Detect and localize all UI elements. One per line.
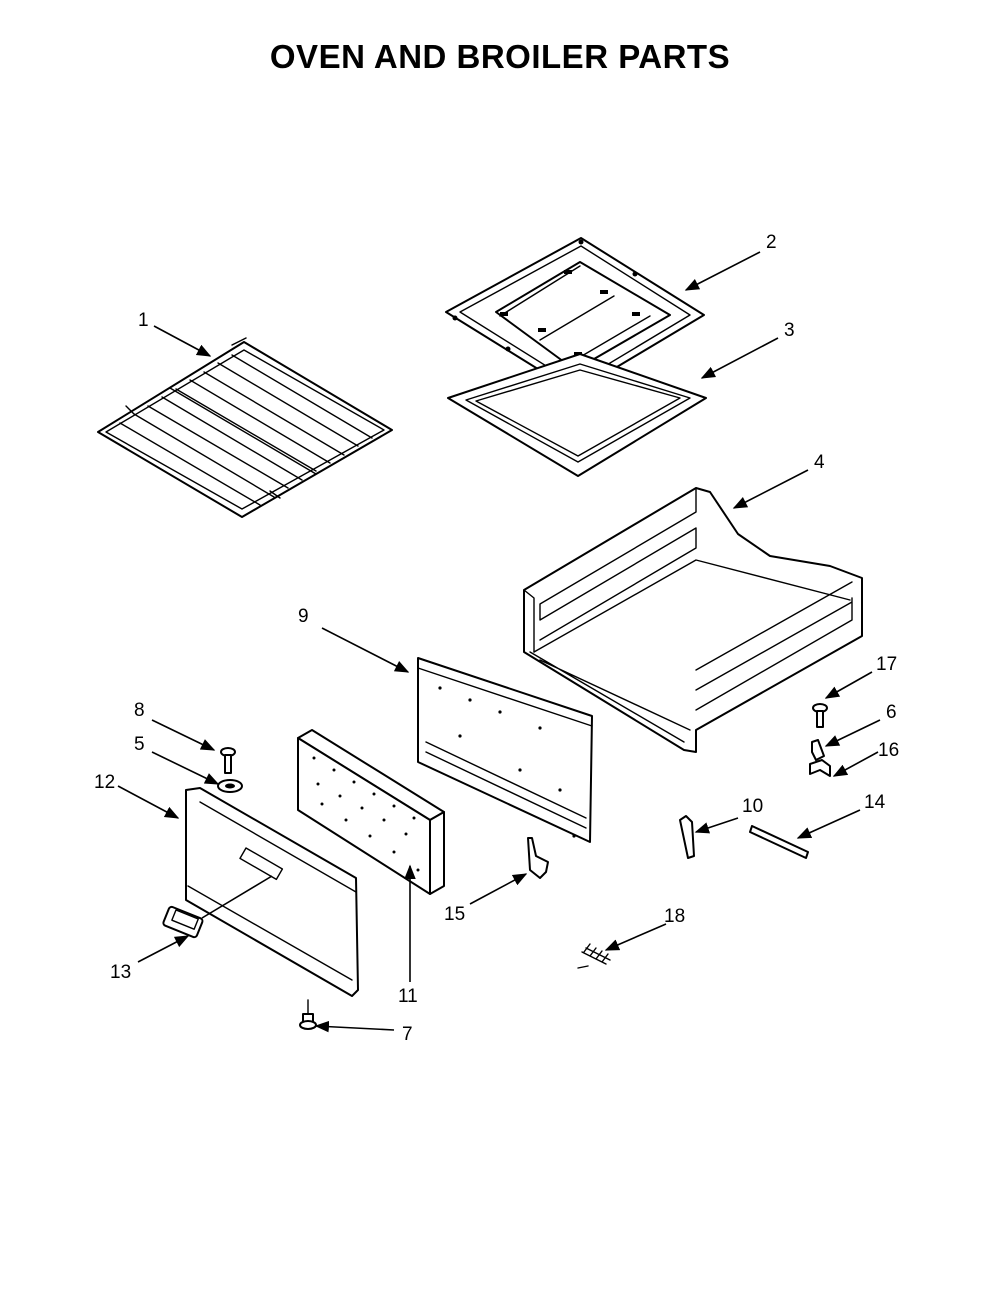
callout-8: 8 [134,700,145,721]
broiler-pan-part[interactable] [445,237,705,393]
oven-rack-part[interactable] [97,337,393,518]
callout-1: 1 [138,310,149,331]
callout-3: 3 [784,320,795,341]
broiler-drawer-part[interactable] [523,487,863,753]
clip-6-part[interactable] [811,739,825,761]
callout-6: 6 [886,702,897,723]
callout-2: 2 [766,232,777,253]
callout-11: 11 [398,986,418,1007]
callout-15: 15 [444,904,465,925]
callout-12: 12 [94,772,115,793]
callout-9: 9 [298,606,309,627]
handle-insert-part[interactable] [162,875,273,939]
broiler-grid-part[interactable] [447,353,707,477]
screw-17-part[interactable] [812,703,828,728]
clip-16-part[interactable] [809,759,831,777]
drawer-panel-part[interactable] [417,657,593,843]
rod-part[interactable] [749,825,809,859]
insulation-part[interactable] [297,729,445,895]
leader-lines [117,251,881,1033]
screw-7-part[interactable] [299,999,317,1030]
callout-14: 14 [864,792,886,813]
callout-4: 4 [814,452,825,473]
callout-5: 5 [134,734,145,755]
hinge-bracket-part[interactable] [527,837,549,879]
washer-part[interactable] [217,779,243,793]
callout-16: 16 [878,740,899,761]
callout-10: 10 [742,796,763,817]
callout-13: 13 [110,962,131,983]
lever-part[interactable] [679,815,695,859]
drawer-front-part[interactable] [185,787,359,997]
callout-labels: 1 2 3 4 5 6 7 8 9 10 11 12 13 14 15 16 1… [94,232,899,1045]
callout-18: 18 [664,906,685,927]
spring-part[interactable] [577,943,611,969]
callout-17: 17 [876,654,897,675]
screw-8-part[interactable] [220,747,236,774]
callout-7: 7 [402,1024,413,1045]
page-title: OVEN AND BROILER PARTS [269,38,731,75]
